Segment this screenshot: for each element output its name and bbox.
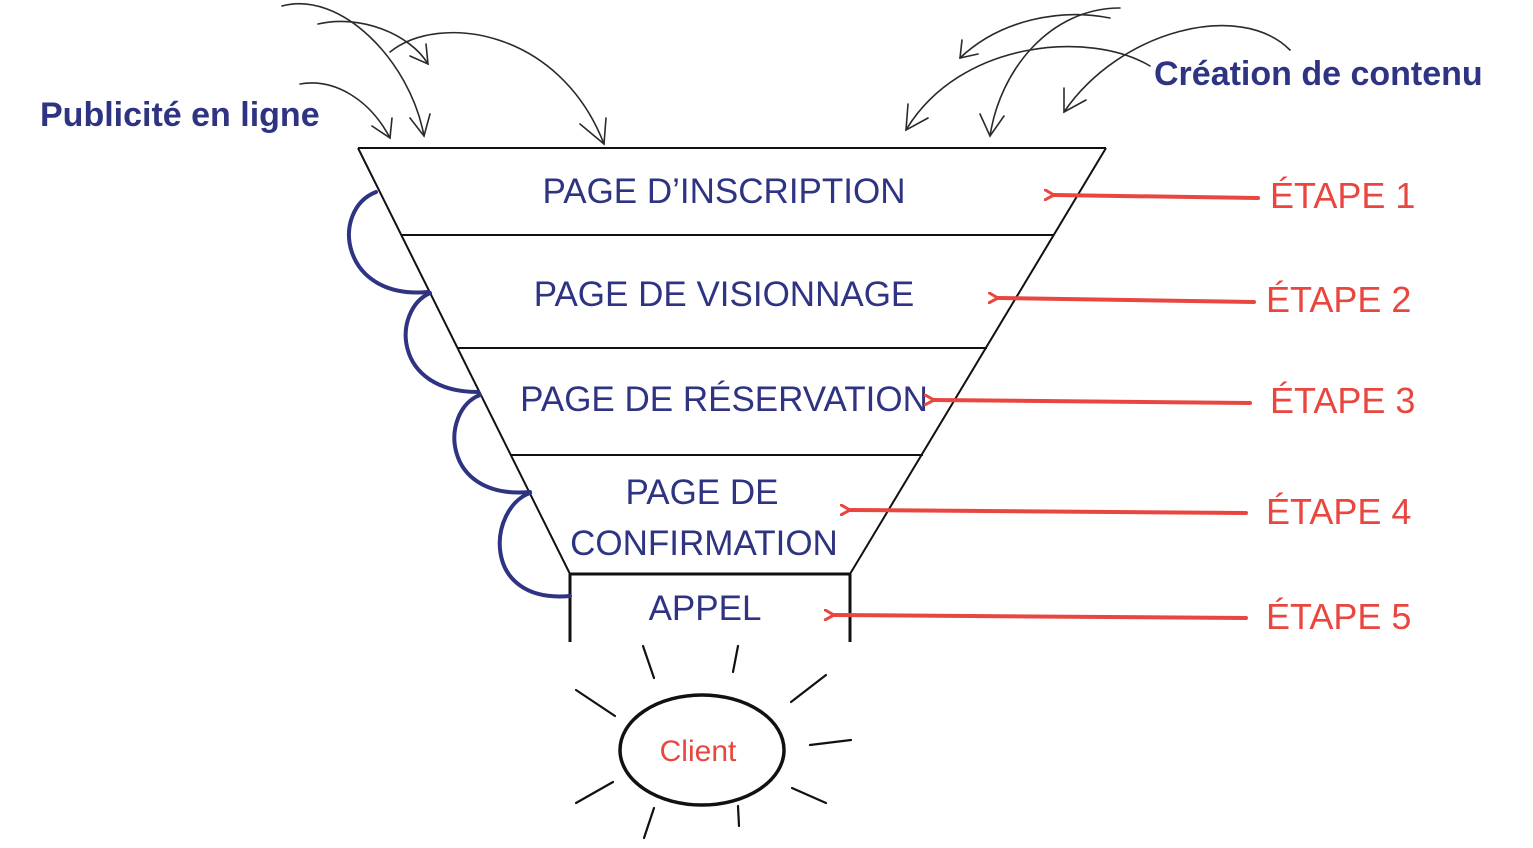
- client-circle: [618, 693, 786, 807]
- arrow-head-icon: [409, 43, 429, 66]
- step-label-4: ÉTAPE 4: [1266, 491, 1411, 532]
- sun-ray: [574, 688, 617, 718]
- arrow-head-icon: [579, 117, 607, 146]
- loop-arc: [452, 393, 532, 495]
- loop-arc: [347, 190, 430, 295]
- sun-rays: [574, 644, 853, 840]
- funnel-outline: [357, 147, 1107, 642]
- step-label-3: ÉTAPE 3: [1270, 380, 1415, 421]
- traffic-arrow: [989, 7, 1121, 137]
- step-arrow: [850, 510, 1248, 513]
- arrow-head-icon: [409, 113, 431, 138]
- step-labels: ÉTAPE 1 ÉTAPE 2 ÉTAPE 3 ÉTAPE 4 ÉTAPE 5: [1266, 175, 1415, 637]
- sun-ray: [790, 786, 828, 805]
- traffic-arrow: [281, 3, 425, 137]
- traffic-arrow: [317, 20, 429, 65]
- step-arrow: [934, 400, 1252, 403]
- sun-ray: [642, 806, 656, 840]
- sun-ray: [808, 738, 853, 747]
- traffic-arrow: [959, 13, 1111, 59]
- step-label-2: ÉTAPE 2: [1266, 279, 1411, 320]
- sun-ray: [731, 644, 740, 674]
- source-label-content-creation: Création de contenu: [1154, 55, 1483, 93]
- step-arrow: [998, 298, 1256, 302]
- traffic-arrow: [299, 82, 391, 139]
- traffic-arrow: [389, 31, 605, 145]
- sun-ray: [574, 780, 615, 805]
- stage-label-visionnage: PAGE DE VISIONNAGE: [534, 275, 915, 314]
- right-traffic-arrows: [905, 7, 1291, 138]
- step-label-1: ÉTAPE 1: [1270, 175, 1415, 216]
- step-arrow: [1054, 195, 1260, 198]
- traffic-arrow: [905, 45, 1151, 131]
- stage-label-inscription: PAGE D’INSCRIPTION: [542, 172, 905, 211]
- loop-arc: [403, 291, 480, 394]
- sun-ray: [641, 644, 656, 680]
- arrow-head-icon: [1063, 87, 1087, 114]
- stage-label-confirmation-line1: PAGE DE: [625, 473, 778, 512]
- arrow-head-icon: [905, 103, 929, 132]
- step-label-5: ÉTAPE 5: [1266, 596, 1411, 637]
- stage-label-reservation: PAGE DE RÉSERVATION: [520, 380, 928, 419]
- stage-label-confirmation-line2: CONFIRMATION: [570, 524, 838, 563]
- stage-label-appel: APPEL: [649, 589, 762, 628]
- sun-ray: [789, 673, 828, 704]
- arrow-head-icon: [979, 113, 1005, 138]
- client-label: Client: [660, 735, 737, 768]
- sun-ray: [736, 804, 741, 828]
- source-label-online-ads: Publicité en ligne: [40, 96, 320, 134]
- stage-labels: PAGE D’INSCRIPTION PAGE DE VISIONNAGE PA…: [520, 172, 928, 628]
- arrow-head-icon: [959, 39, 979, 60]
- loop-arc: [497, 491, 572, 599]
- client-sun: Client: [574, 644, 853, 840]
- retargeting-loops: [347, 190, 572, 599]
- traffic-arrow: [1063, 24, 1291, 113]
- step-arrow: [834, 615, 1248, 618]
- arrow-head-icon: [371, 117, 393, 140]
- step-arrows: [834, 195, 1260, 618]
- left-traffic-arrows: [281, 3, 607, 146]
